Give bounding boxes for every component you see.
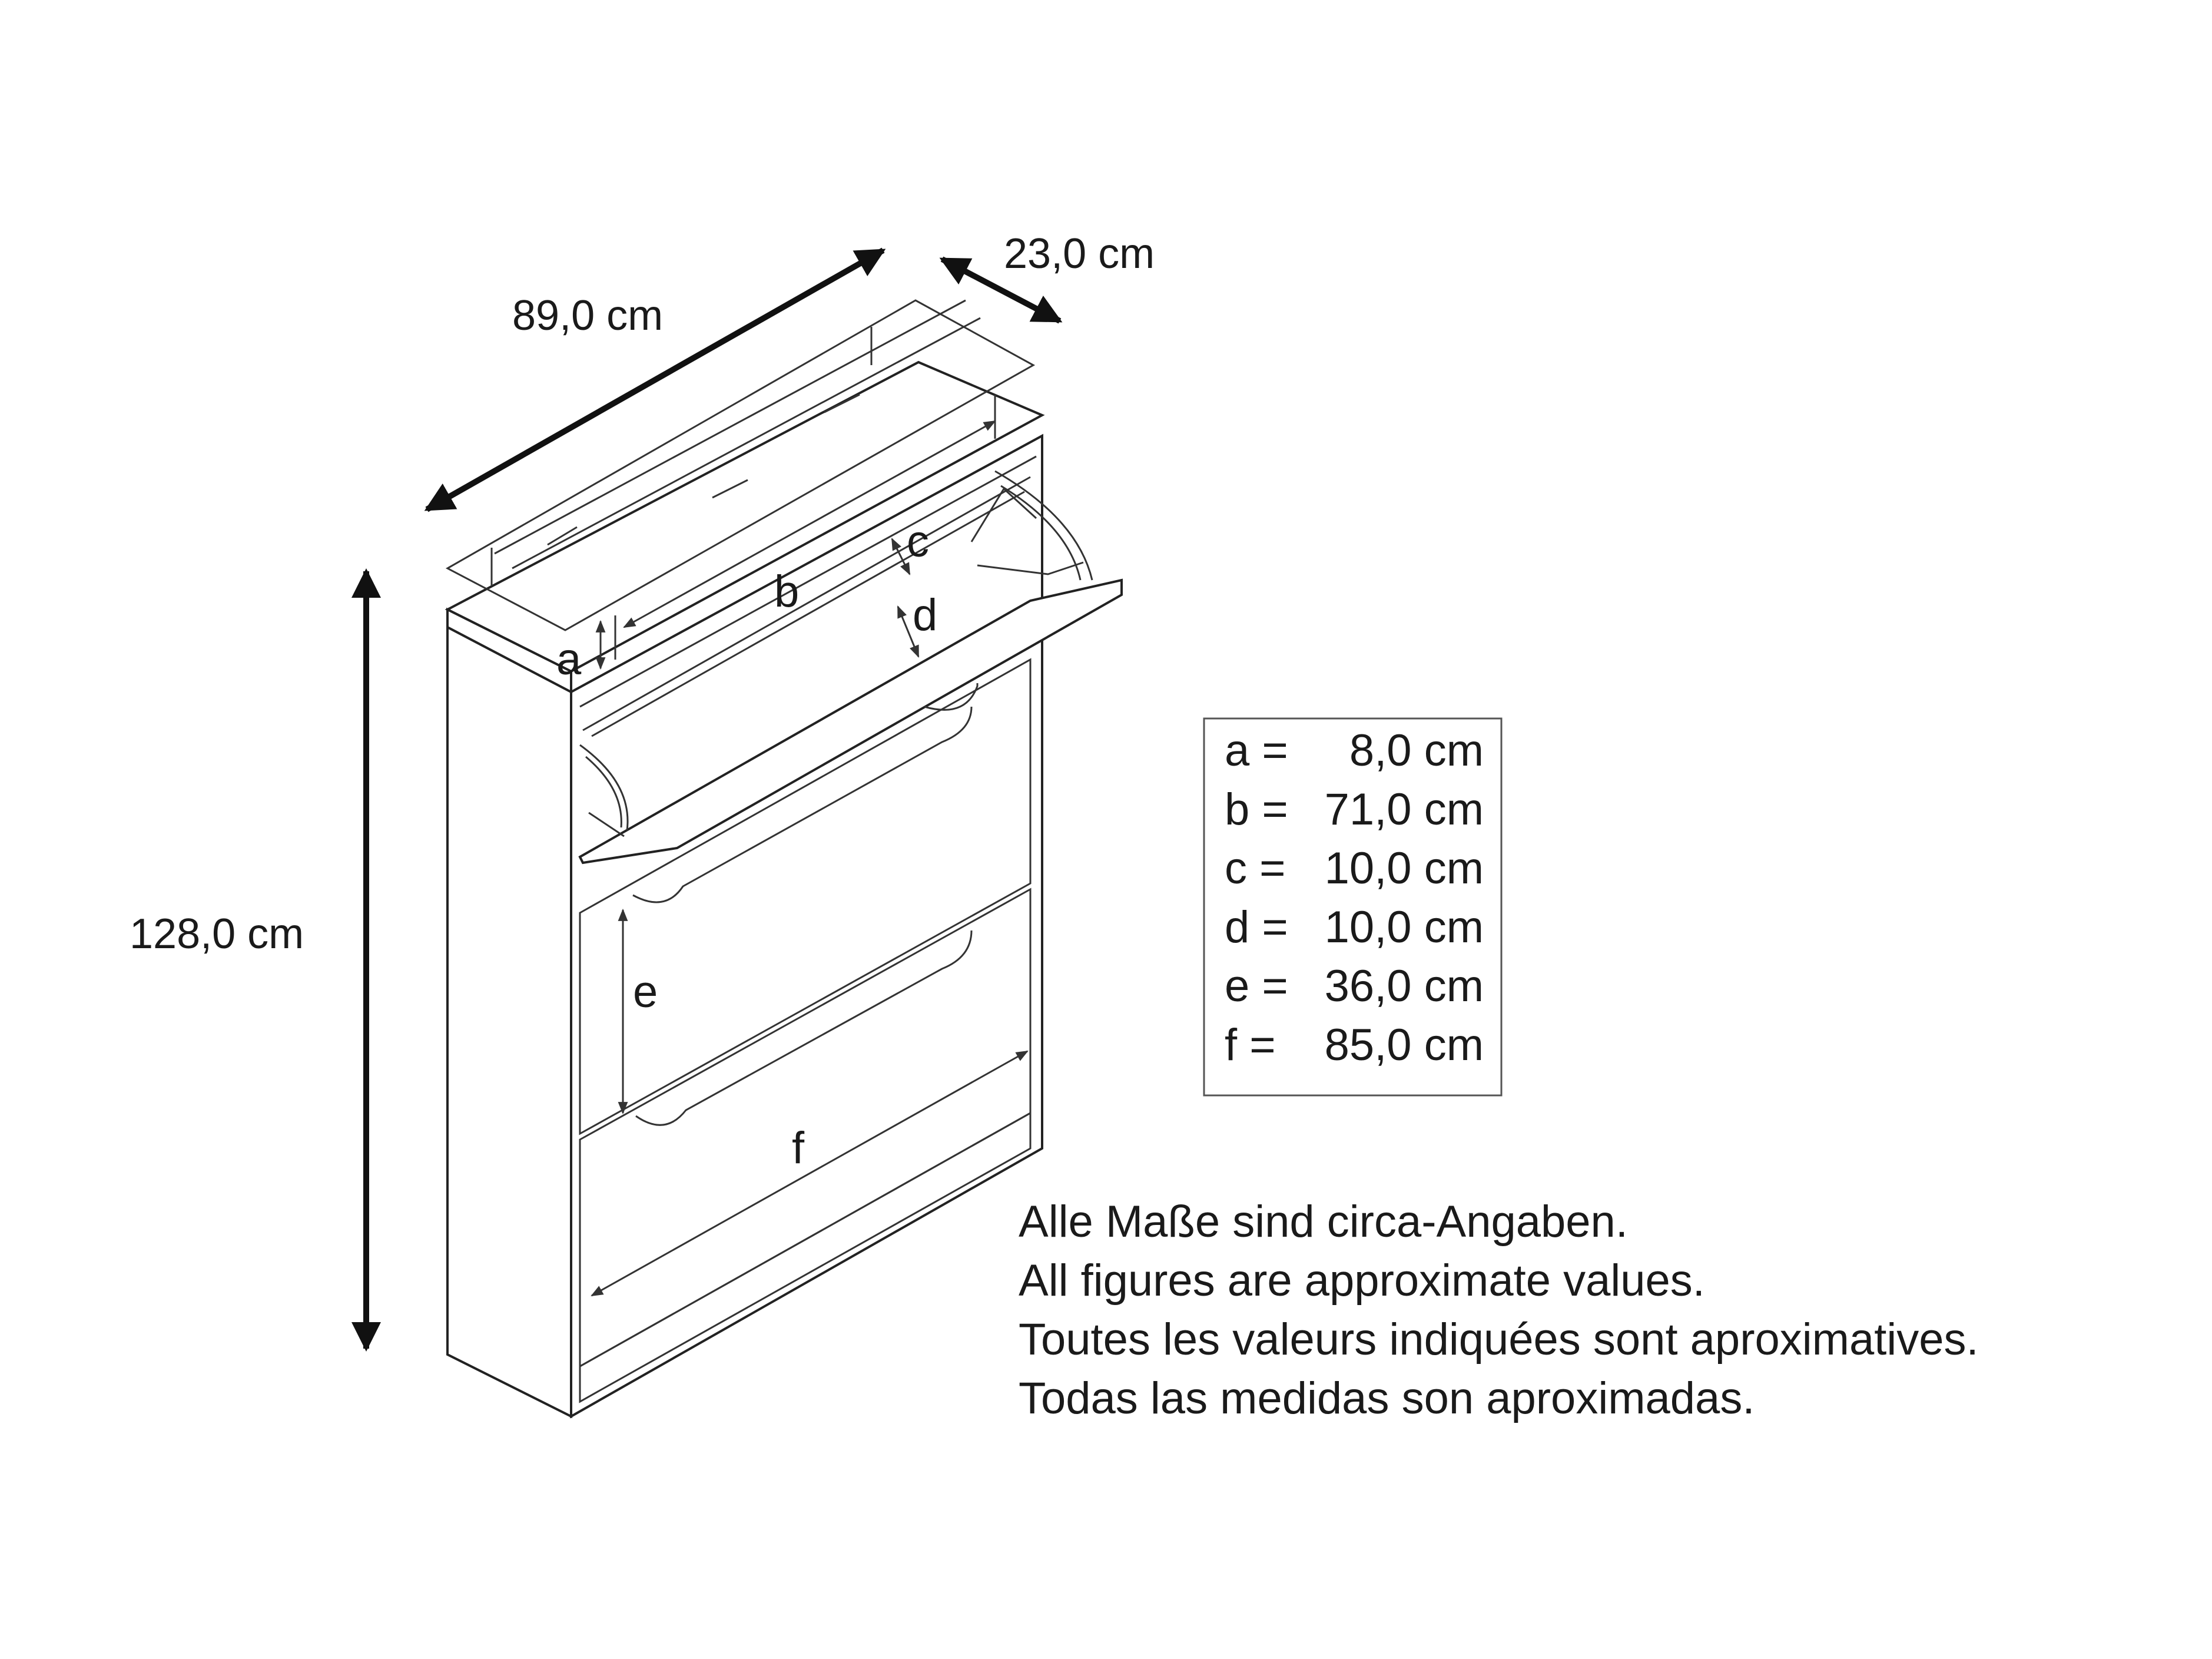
dim-b-arrow [623,420,996,628]
legend-frame [1203,717,1503,1097]
drawer-1-open-flap [578,578,1123,865]
drawer-2 [579,658,1032,1135]
legend-key: a = [1225,726,1288,776]
dimension-labels: 89,0 cm 23,0 cm 128,0 cm a b c d e f [130,230,1155,1173]
drawer-1-handle [924,683,979,711]
dimension-arrows [351,247,1063,1352]
legend-key: f = [1225,1020,1276,1070]
legend-box: a = 8,0 cm b = 71,0 cm c = 10,0 cm d = 1… [1203,717,1503,1097]
note-french: Toutes les valeurs indiquées sont aproxi… [1019,1314,1979,1365]
legend-row: c = 10,0 cm [1225,843,1484,893]
depth-arrow [939,256,1063,324]
dim-f-arrow [591,1050,1029,1297]
legend-key: b = [1225,784,1288,835]
legend-value: 36,0 cm [1325,961,1484,1011]
letter-e: e [633,967,658,1017]
letter-b: b [774,567,799,617]
note-english: All figures are approximate values. [1019,1256,1705,1306]
approximation-notes: Alle Maße sind circa-Angaben. All figure… [1019,1197,1979,1423]
legend-value: 8,0 cm [1349,726,1484,776]
depth-label: 23,0 cm [1004,230,1155,277]
letter-a: a [556,634,582,684]
hinge-right [994,470,1093,581]
shoe-cabinet-drawing [445,299,1123,1419]
drawer-2-handle [632,706,973,903]
legend-key: d = [1225,902,1288,952]
width-arrow [424,247,886,512]
hinge-left [579,744,629,831]
legend-value: 10,0 cm [1325,843,1484,893]
legend-row: a = 8,0 cm [1225,726,1484,776]
note-spanish: Todas las medidas son aproximadas. [1019,1373,1755,1423]
width-label: 89,0 cm [512,292,663,339]
legend-key: c = [1225,843,1286,893]
letter-c: c [907,516,929,567]
legend-row: d = 10,0 cm [1225,902,1484,952]
legend-row: e = 36,0 cm [1225,961,1484,1011]
cabinet-side-panel [446,625,572,1419]
legend-value: 85,0 cm [1325,1020,1484,1070]
letter-f: f [792,1123,805,1173]
legend-row: b = 71,0 cm [1225,784,1484,835]
dim-c-arrow [891,538,911,575]
dim-d-arrow [897,605,920,658]
letter-d: d [913,590,937,640]
note-german: Alle Maße sind circa-Angaben. [1019,1197,1628,1247]
legend-value: 10,0 cm [1325,902,1484,952]
height-label: 128,0 cm [130,910,304,958]
legend-key: e = [1225,961,1288,1011]
legend-row: f = 85,0 cm [1225,1020,1484,1070]
legend-value: 71,0 cm [1325,784,1484,835]
